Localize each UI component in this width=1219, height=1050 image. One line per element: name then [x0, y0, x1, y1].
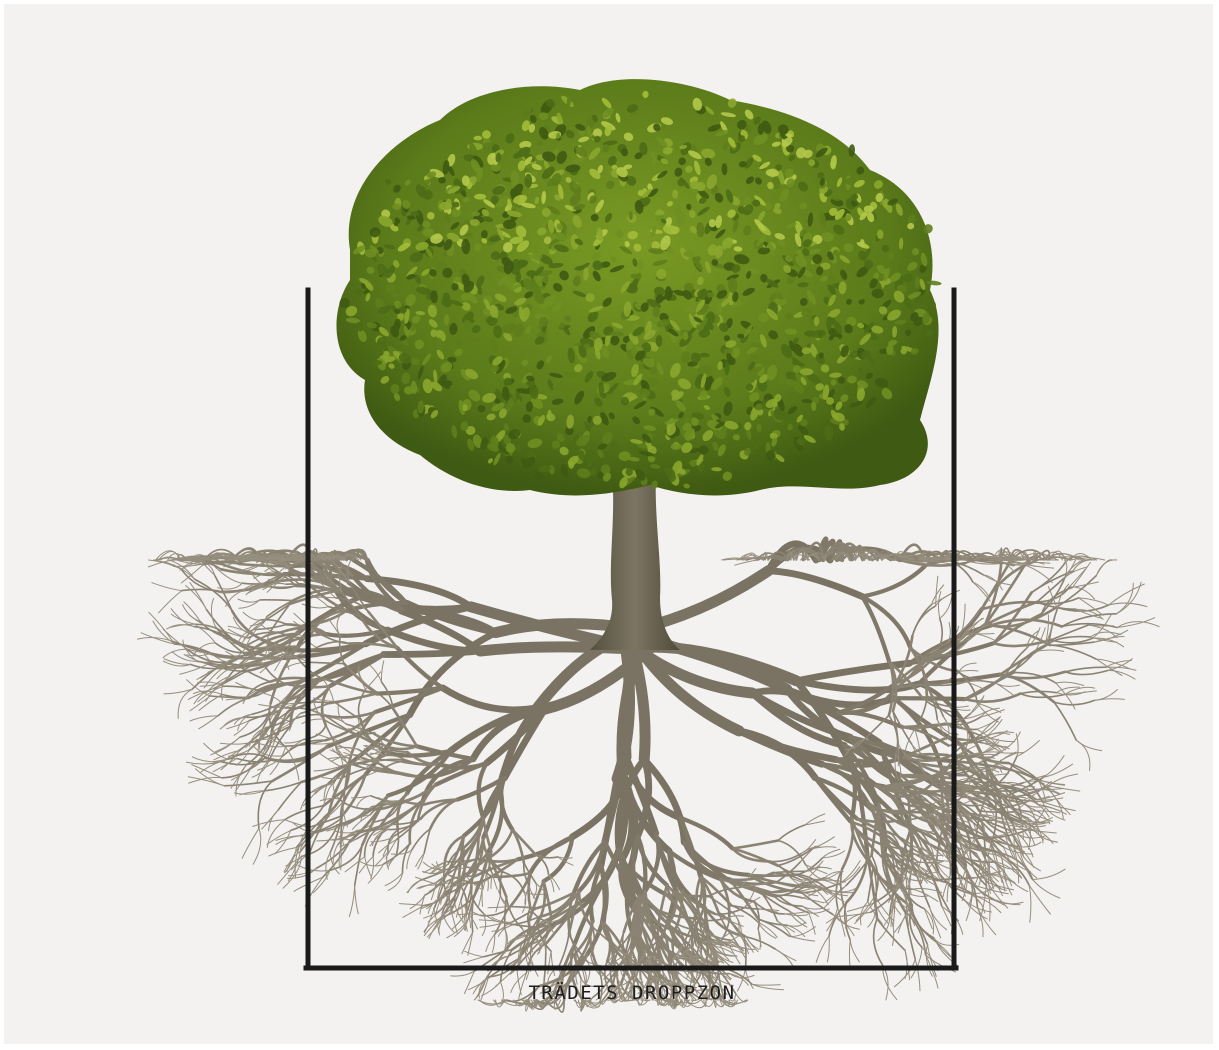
drip-zone-label: TRÄDETS DROPPZON — [0, 982, 1219, 1004]
tree-canopy — [336, 79, 941, 495]
